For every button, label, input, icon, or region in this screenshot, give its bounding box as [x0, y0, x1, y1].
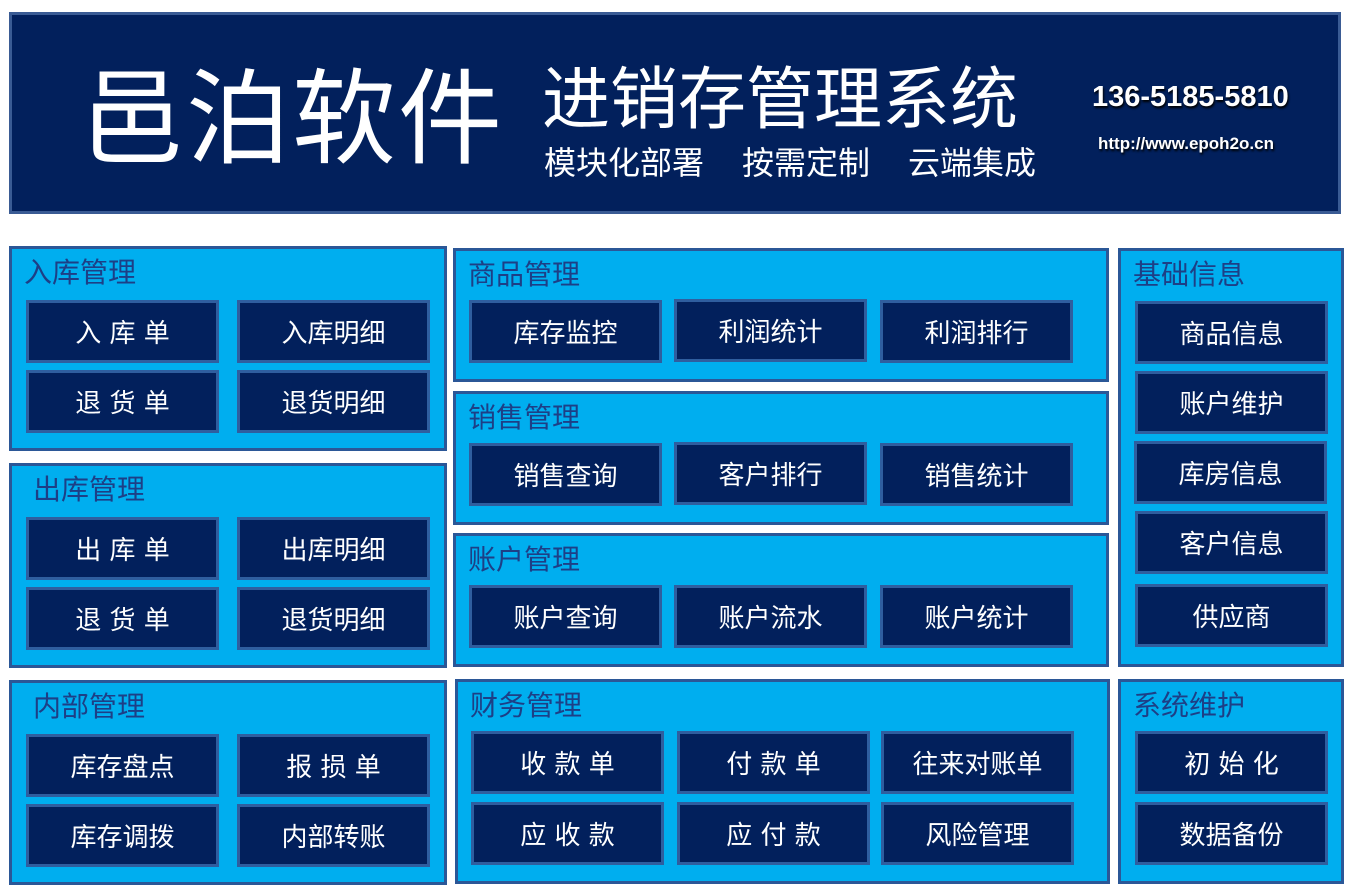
panel-title: 商品管理: [468, 258, 581, 291]
outbound-order-button[interactable]: 出 库 单: [26, 517, 219, 580]
receipt-order-button[interactable]: 收 款 单: [471, 731, 664, 794]
panel-goods: 商品管理 库存监控 利润统计 利润排行: [453, 248, 1109, 382]
panel-finance: 财务管理 收 款 单 付 款 单 往来对账单 应 收 款 应 付 款 风险管理: [455, 679, 1110, 884]
account-flow-button[interactable]: 账户流水: [674, 585, 867, 648]
stock-transfer-button[interactable]: 库存调拨: [26, 804, 219, 867]
sales-query-button[interactable]: 销售查询: [469, 443, 662, 506]
warehouse-info-button[interactable]: 库房信息: [1134, 441, 1327, 504]
panel-inbound: 入库管理 入 库 单 入库明细 退 货 单 退货明细: [9, 246, 447, 451]
stock-count-button[interactable]: 库存盘点: [26, 734, 219, 797]
payment-order-button[interactable]: 付 款 单: [677, 731, 870, 794]
slogan-cloud: 云端集成: [908, 144, 1037, 182]
panel-title: 入库管理: [24, 256, 137, 289]
brand-name: 邑泊软件: [80, 58, 505, 180]
outbound-return-detail-button[interactable]: 退货明细: [237, 587, 430, 650]
inbound-return-order-button[interactable]: 退 货 单: [26, 370, 219, 433]
slogan-modular: 模块化部署: [544, 144, 705, 182]
profit-ranking-button[interactable]: 利润排行: [880, 300, 1073, 363]
supplier-button[interactable]: 供应商: [1135, 584, 1328, 647]
inbound-order-button[interactable]: 入 库 单: [26, 300, 219, 363]
customer-ranking-button[interactable]: 客户排行: [674, 442, 867, 505]
account-stats-button[interactable]: 账户统计: [880, 585, 1073, 648]
contact-phone: 136-5185-5810: [1092, 81, 1289, 113]
goods-info-button[interactable]: 商品信息: [1135, 301, 1328, 364]
header-banner: 邑泊软件 进销存管理系统 模块化部署 按需定制 云端集成 136-5185-58…: [9, 12, 1341, 214]
panel-accounts: 账户管理 账户查询 账户流水 账户统计: [453, 533, 1109, 667]
payables-button[interactable]: 应 付 款: [677, 802, 870, 865]
panel-title: 财务管理: [470, 689, 583, 722]
outbound-return-order-button[interactable]: 退 货 单: [26, 587, 219, 650]
customer-info-button[interactable]: 客户信息: [1135, 511, 1328, 574]
website-link[interactable]: http://www.epoh2o.cn: [1098, 134, 1274, 153]
panel-title: 系统维护: [1133, 689, 1246, 722]
panel-title: 账户管理: [468, 543, 581, 576]
data-backup-button[interactable]: 数据备份: [1135, 802, 1328, 865]
inbound-return-detail-button[interactable]: 退货明细: [237, 370, 430, 433]
system-title: 进销存管理系统: [542, 61, 1019, 140]
risk-management-button[interactable]: 风险管理: [881, 802, 1074, 865]
panel-outbound: 出库管理 出 库 单 出库明细 退 货 单 退货明细: [9, 463, 447, 668]
sales-stats-button[interactable]: 销售统计: [880, 443, 1073, 506]
panel-title: 内部管理: [33, 690, 146, 723]
stock-monitor-button[interactable]: 库存监控: [469, 300, 662, 363]
slogans: 模块化部署 按需定制 云端集成: [544, 143, 1036, 183]
initialize-button[interactable]: 初 始 化: [1135, 731, 1328, 794]
account-maintenance-button[interactable]: 账户维护: [1135, 371, 1328, 434]
profit-stats-button[interactable]: 利润统计: [674, 299, 867, 362]
panel-internal: 内部管理 库存盘点 报 损 单 库存调拨 内部转账: [9, 680, 447, 885]
panel-sales: 销售管理 销售查询 客户排行 销售统计: [453, 391, 1109, 525]
panel-basic-info: 基础信息 商品信息 账户维护 库房信息 客户信息 供应商: [1118, 248, 1344, 667]
panel-system: 系统维护 初 始 化 数据备份: [1118, 679, 1344, 884]
inbound-detail-button[interactable]: 入库明细: [237, 300, 430, 363]
slogan-custom: 按需定制: [742, 144, 871, 182]
account-query-button[interactable]: 账户查询: [469, 585, 662, 648]
panel-title: 销售管理: [468, 401, 581, 434]
outbound-detail-button[interactable]: 出库明细: [237, 517, 430, 580]
reconciliation-button[interactable]: 往来对账单: [881, 731, 1074, 794]
receivables-button[interactable]: 应 收 款: [471, 802, 664, 865]
damage-report-button[interactable]: 报 损 单: [237, 734, 430, 797]
internal-transfer-button[interactable]: 内部转账: [237, 804, 430, 867]
panel-title: 基础信息: [1133, 258, 1246, 291]
panel-title: 出库管理: [33, 473, 146, 506]
